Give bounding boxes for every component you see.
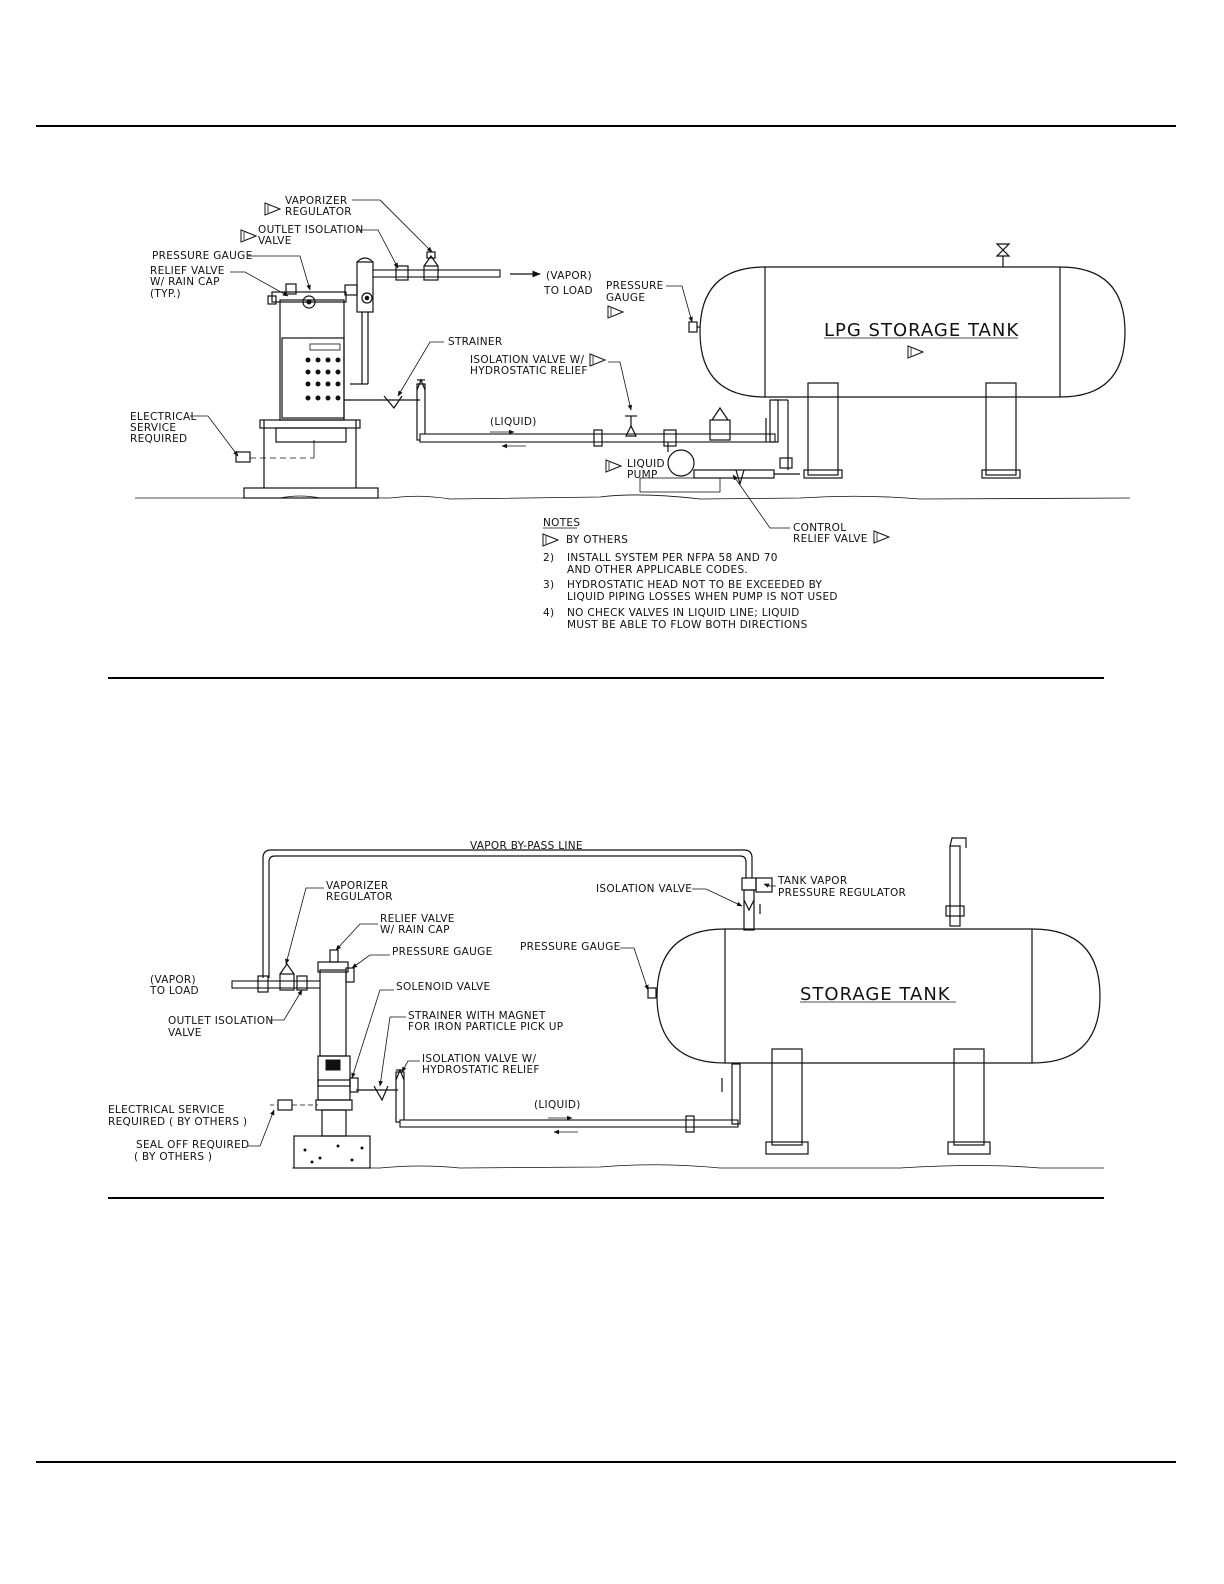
label-pressure-gauge-right-2: GAUGE [606, 292, 645, 304]
label-tank-vapor-regulator-2: PRESSURE REGULATOR [778, 887, 906, 899]
label-solenoid-valve: SOLENOID VALVE [396, 981, 490, 993]
note-2-num: 2) [543, 552, 554, 564]
label-electrical-b-2: REQUIRED ( BY OTHERS ) [108, 1116, 247, 1128]
label-bypass-line: VAPOR BY-PASS LINE [470, 840, 583, 852]
label-liquid-b: (LIQUID) [534, 1099, 581, 1111]
label-vaporizer-regulator-b-2: REGULATOR [326, 891, 393, 903]
diagram-storage-system: VAPOR BY-PASS LINE VAPORIZER REGULATOR R… [108, 837, 1104, 1169]
label-vapor-to-load-b-2: TO LOAD [149, 985, 199, 997]
label-strainer-magnet: STRAINER WITH MAGNET [408, 1010, 546, 1022]
label-liquid-pump: LIQUID [627, 458, 665, 470]
note-4b: MUST BE ABLE TO FLOW BOTH DIRECTIONS [567, 619, 808, 631]
label-isolation-valve-b-2: HYDROSTATIC RELIEF [422, 1064, 540, 1076]
note-2a: INSTALL SYSTEM PER NFPA 58 AND 70 [567, 552, 778, 564]
label-vaporizer-regulator: VAPORIZER [285, 195, 348, 207]
note-3a: HYDROSTATIC HEAD NOT TO BE EXCEEDED BY [567, 579, 822, 591]
tank-title-lpg: LPG STORAGE TANK [824, 320, 1019, 341]
label-pressure-gauge-b-left: PRESSURE GAUGE [392, 946, 493, 958]
label-outlet-isolation: OUTLET ISOLATION [258, 224, 364, 236]
label-electrical-3: REQUIRED [130, 433, 187, 445]
label-electrical-b: ELECTRICAL SERVICE [108, 1104, 225, 1116]
label-outlet-isolation-2: VALVE [258, 235, 292, 247]
label-relief-valve-b: RELIEF VALVE [380, 913, 455, 925]
label-vapor-to-load-b: (VAPOR) [150, 974, 196, 986]
note-4-num: 4) [543, 607, 554, 619]
label-liquid: (LIQUID) [490, 416, 537, 428]
label-pressure-gauge-b-right: PRESSURE GAUGE [520, 941, 621, 953]
label-pressure-gauge-left: PRESSURE GAUGE [152, 250, 253, 262]
label-seal-off: SEAL OFF REQUIRED [136, 1139, 249, 1151]
label-vapor-to-load-2: TO LOAD [543, 285, 593, 297]
label-liquid-pump-2: PUMP [627, 469, 658, 481]
note-3b: LIQUID PIPING LOSSES WHEN PUMP IS NOT US… [567, 591, 838, 603]
note-1: BY OTHERS [566, 534, 628, 546]
label-pressure-gauge-right: PRESSURE [606, 280, 664, 292]
label-outlet-isolation-b: OUTLET ISOLATION [168, 1015, 274, 1027]
label-relief-valve-b-2: W/ RAIN CAP [380, 924, 450, 936]
label-vaporizer-regulator-2: REGULATOR [285, 206, 352, 218]
label-isolation-valve: ISOLATION VALVE W/ [470, 354, 584, 366]
note-3-num: 3) [543, 579, 554, 591]
label-electrical-2: SERVICE [130, 422, 176, 434]
label-relief-valve: RELIEF VALVE [150, 265, 225, 277]
label-control-relief: CONTROL [793, 522, 846, 534]
label-isolation-valve-top: ISOLATION VALVE [596, 883, 692, 895]
tank-title-storage: STORAGE TANK [800, 984, 951, 1005]
label-vaporizer-regulator-b: VAPORIZER [326, 880, 389, 892]
label-strainer-magnet-2: FOR IRON PARTICLE PICK UP [408, 1021, 563, 1033]
notes-heading: NOTES [543, 517, 580, 529]
label-tank-vapor-regulator: TANK VAPOR [777, 875, 847, 887]
diagram-lpg-system: VAPORIZER REGULATOR OUTLET ISOLATION VAL… [130, 195, 1131, 631]
label-outlet-isolation-b-2: VALVE [168, 1027, 202, 1039]
label-control-relief-2: RELIEF VALVE [793, 533, 868, 545]
label-vapor-to-load: (VAPOR) [546, 270, 592, 282]
label-isolation-valve-b: ISOLATION VALVE W/ [422, 1053, 536, 1065]
label-electrical: ELECTRICAL [130, 411, 197, 423]
note-2b: AND OTHER APPLICABLE CODES. [567, 564, 748, 576]
note-4a: NO CHECK VALVES IN LIQUID LINE; LIQUID [567, 607, 800, 619]
label-relief-valve-2: W/ RAIN CAP [150, 276, 220, 288]
label-strainer: STRAINER [448, 336, 502, 348]
label-seal-off-2: ( BY OTHERS ) [134, 1151, 212, 1163]
label-relief-valve-3: (TYP.) [150, 288, 181, 300]
label-isolation-valve-2: HYDROSTATIC RELIEF [470, 365, 588, 377]
